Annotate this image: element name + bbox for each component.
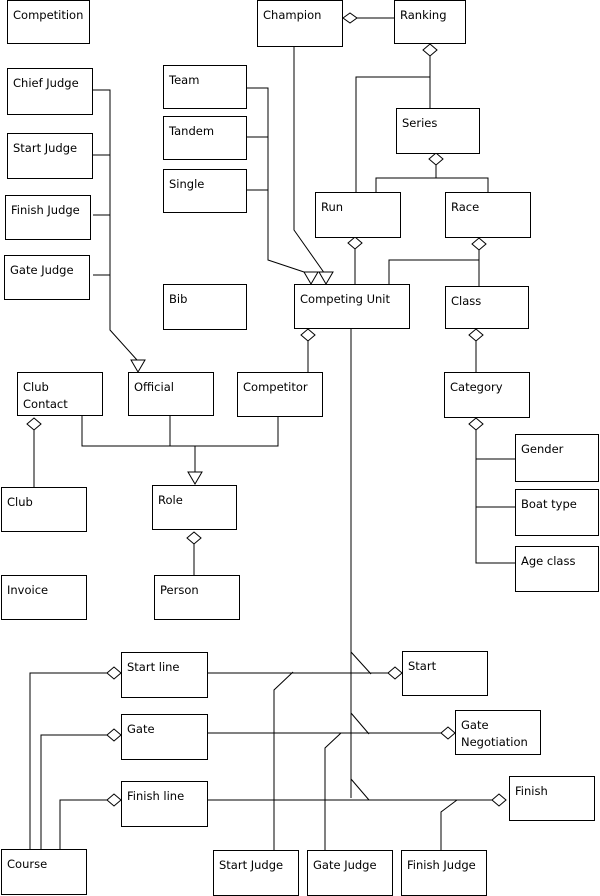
- class-bib: Bib: [163, 284, 247, 330]
- class-start-line-label: Start line: [127, 660, 180, 674]
- class-official-label: Official: [134, 380, 174, 394]
- class-finish-judge: Finish Judge: [5, 195, 91, 240]
- class-club-contact-label: Club Contact: [23, 380, 68, 411]
- class-competitor-label: Competitor: [243, 380, 308, 394]
- class-competing-unit-label: Competing Unit: [300, 292, 391, 306]
- class-ranking-label: Ranking: [400, 8, 447, 22]
- class-tandem: Tandem: [163, 116, 247, 160]
- class-bib-label: Bib: [169, 292, 188, 306]
- class-boat-type: Boat type: [515, 489, 599, 536]
- class-competition-label: Competition: [13, 8, 84, 22]
- class-race: Race: [445, 192, 531, 238]
- class-person: Person: [154, 575, 240, 620]
- class-finish-line-label: Finish line: [127, 789, 185, 803]
- class-gate: Gate: [121, 714, 208, 760]
- class-single: Single: [163, 169, 247, 213]
- class-role: Role: [152, 485, 237, 530]
- class-person-label: Person: [160, 583, 199, 597]
- class-boat-type-label: Boat type: [521, 497, 577, 511]
- class-gate-judge-bottom: Gate Judge: [307, 850, 393, 896]
- class-tandem-label: Tandem: [169, 124, 215, 138]
- class-gate-negotiation-label-1: Gate: [461, 718, 489, 732]
- class-gate-judge-bottom-label: Gate Judge: [313, 858, 377, 872]
- class-team-label: Team: [169, 73, 200, 87]
- class-ranking: Ranking: [394, 0, 466, 44]
- class-competitor: Competitor: [237, 372, 323, 417]
- class-start: Start: [402, 651, 488, 696]
- class-finish: Finish: [509, 776, 595, 821]
- class-gender-label: Gender: [521, 442, 564, 456]
- class-club: Club: [1, 487, 87, 532]
- class-invoice: Invoice: [1, 575, 87, 620]
- class-gate-label: Gate: [127, 722, 155, 736]
- class-run-label: Run: [321, 200, 344, 214]
- class-champion: Champion: [257, 0, 343, 47]
- class-course: Course: [1, 849, 87, 895]
- class-competing-unit: Competing Unit: [294, 284, 410, 329]
- class-official: Official: [128, 372, 214, 416]
- class-series-label: Series: [402, 116, 438, 130]
- class-category-label: Category: [450, 380, 503, 394]
- class-category: Category: [444, 372, 530, 418]
- class-finish-label: Finish: [515, 784, 548, 798]
- class-class: Class: [445, 286, 529, 329]
- class-start-label: Start: [408, 659, 437, 673]
- class-finish-line: Finish line: [121, 781, 208, 827]
- class-class-label: Class: [451, 294, 482, 308]
- class-gender: Gender: [515, 434, 599, 482]
- class-club-contact: Club Contact: [17, 372, 103, 416]
- class-chief-judge: Chief Judge: [7, 68, 93, 115]
- class-single-label: Single: [169, 177, 205, 191]
- class-run: Run: [315, 192, 401, 238]
- class-finish-judge-label: Finish Judge: [11, 203, 80, 217]
- class-competition: Competition: [7, 0, 90, 44]
- class-team: Team: [163, 65, 247, 109]
- class-role-label: Role: [158, 493, 183, 507]
- class-finish-judge-bottom: Finish Judge: [401, 850, 487, 896]
- class-age-class-label: Age class: [521, 554, 576, 568]
- class-age-class: Age class: [515, 546, 599, 592]
- class-champion-label: Champion: [263, 8, 322, 22]
- class-club-label: Club: [7, 495, 33, 509]
- class-gate-judge: Gate Judge: [4, 255, 90, 300]
- class-chief-judge-label: Chief Judge: [13, 76, 79, 90]
- class-start-judge-bottom-label: Start Judge: [219, 858, 284, 872]
- class-invoice-label: Invoice: [7, 583, 49, 597]
- class-start-judge: Start Judge: [7, 133, 93, 179]
- class-course-label: Course: [7, 857, 48, 871]
- class-gate-negotiation-label-2: Negotiation: [461, 734, 528, 749]
- class-race-label: Race: [451, 200, 480, 214]
- class-start-judge-label: Start Judge: [13, 141, 78, 155]
- class-start-line: Start line: [121, 652, 208, 698]
- class-start-judge-bottom: Start Judge: [213, 850, 299, 896]
- class-gate-judge-label: Gate Judge: [10, 263, 74, 277]
- class-series: Series: [396, 108, 480, 154]
- class-finish-judge-bottom-label: Finish Judge: [407, 858, 476, 872]
